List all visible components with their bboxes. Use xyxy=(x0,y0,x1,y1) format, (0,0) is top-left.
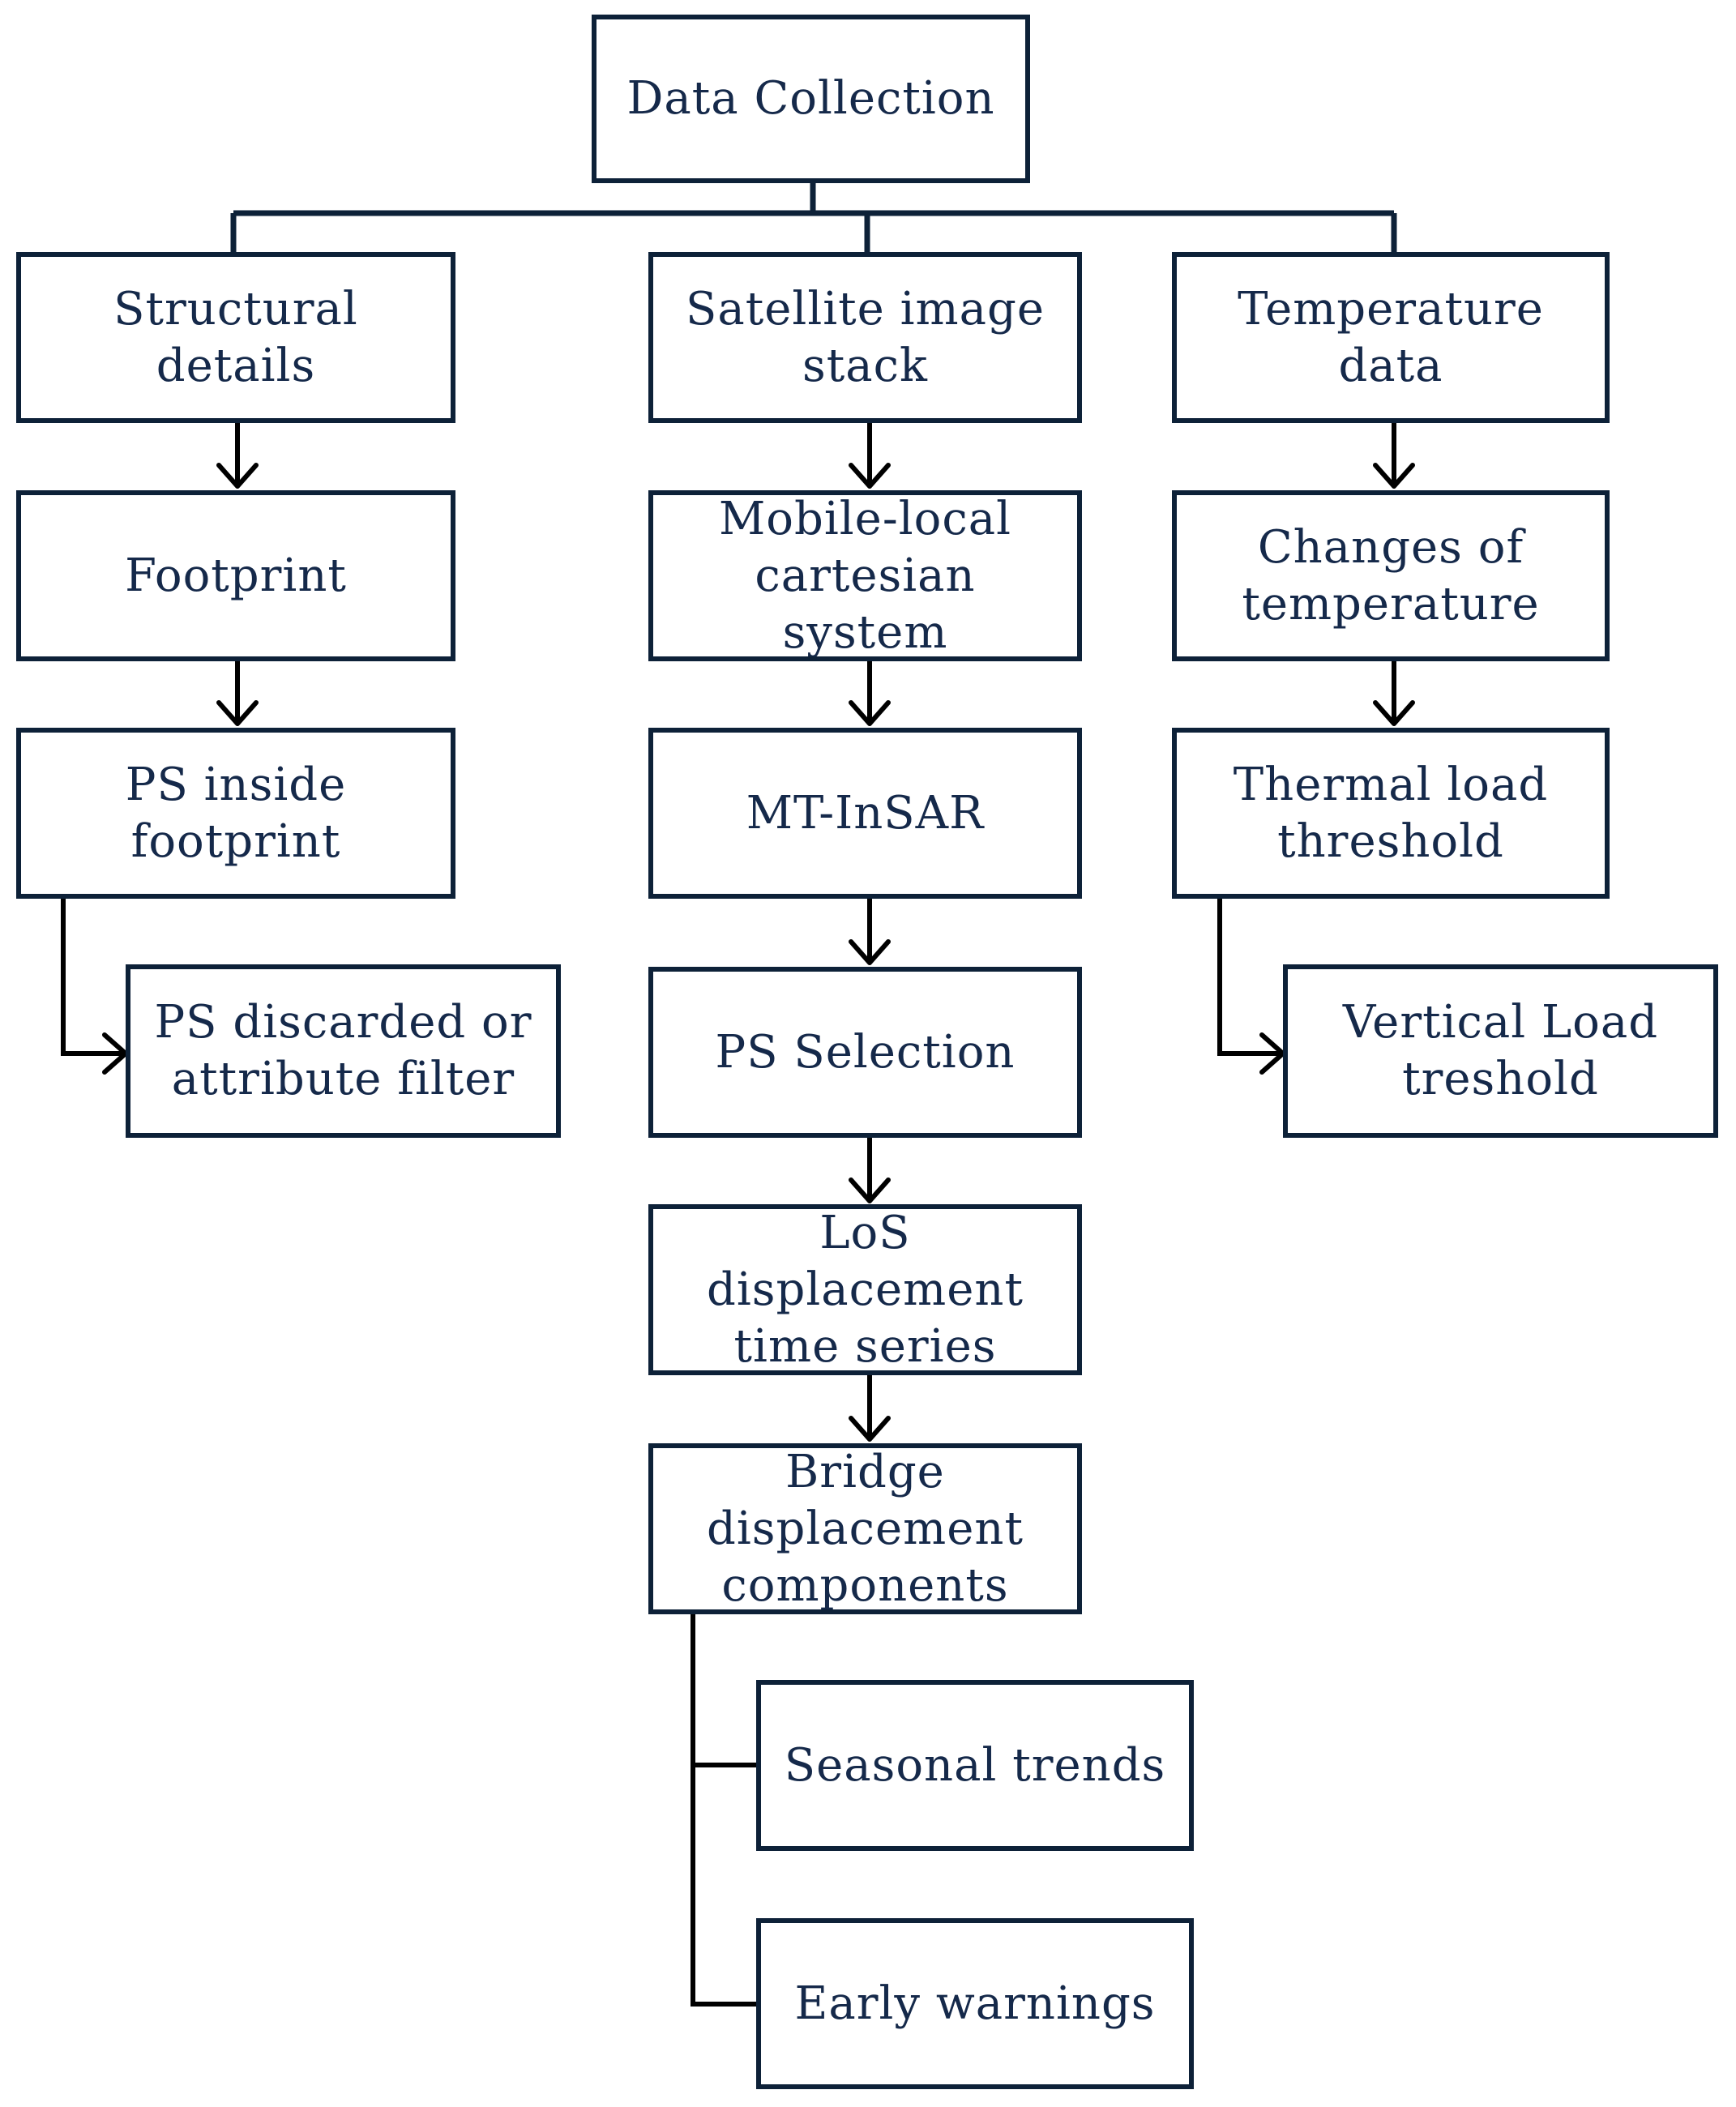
node-early-warnings: Early warnings xyxy=(756,1918,1194,2089)
arrowhead-footprint-to-ps-inside xyxy=(216,700,259,726)
node-temperature-data: Temperature data xyxy=(1172,252,1610,423)
node-thermal-load-threshold: Thermal load threshold xyxy=(1172,728,1610,899)
arrowhead-los-to-bridge xyxy=(849,1416,891,1442)
arrowhead-mobile-to-mtinsar xyxy=(849,700,891,726)
arrowhead-ps-selection-to-los xyxy=(849,1177,891,1203)
node-seasonal-trends: Seasonal trends xyxy=(756,1680,1194,1851)
connector-bridge-to-outputs xyxy=(691,1613,756,2007)
arrow-ps-inside-to-ps-discarded xyxy=(61,898,126,1056)
arrowhead-satellite-to-mobile xyxy=(849,463,891,489)
node-data-collection: Data Collection xyxy=(592,15,1030,183)
node-satellite-image-stack: Satellite image stack xyxy=(648,252,1082,423)
arrow-thermal-to-vertical xyxy=(1217,898,1283,1056)
connector-data-collection-to-branches xyxy=(230,178,1397,256)
node-structural-details: Structural details xyxy=(16,252,455,423)
arrowhead-changes-to-thermal xyxy=(1373,700,1415,726)
node-vertical-load-treshold: Vertical Load treshold xyxy=(1283,964,1718,1138)
arrowhead-mtinsar-to-ps-selection xyxy=(849,939,891,965)
arrowhead-temperature-to-changes xyxy=(1373,463,1415,489)
node-ps-selection: PS Selection xyxy=(648,967,1082,1138)
node-ps-inside-footprint: PS inside footprint xyxy=(16,728,455,899)
node-bridge-displacement: Bridge displacement components xyxy=(648,1443,1082,1614)
node-los-displacement: LoS displacement time series xyxy=(648,1204,1082,1375)
node-mobile-local-cartesian: Mobile-local cartesian system xyxy=(648,490,1082,661)
node-footprint: Footprint xyxy=(16,490,455,661)
node-ps-discarded: PS discarded or attribute filter xyxy=(126,964,561,1138)
node-mt-insar: MT-InSAR xyxy=(648,728,1082,899)
node-changes-of-temperature: Changes of temperature xyxy=(1172,490,1610,661)
arrowhead-structural-to-footprint xyxy=(216,463,259,489)
